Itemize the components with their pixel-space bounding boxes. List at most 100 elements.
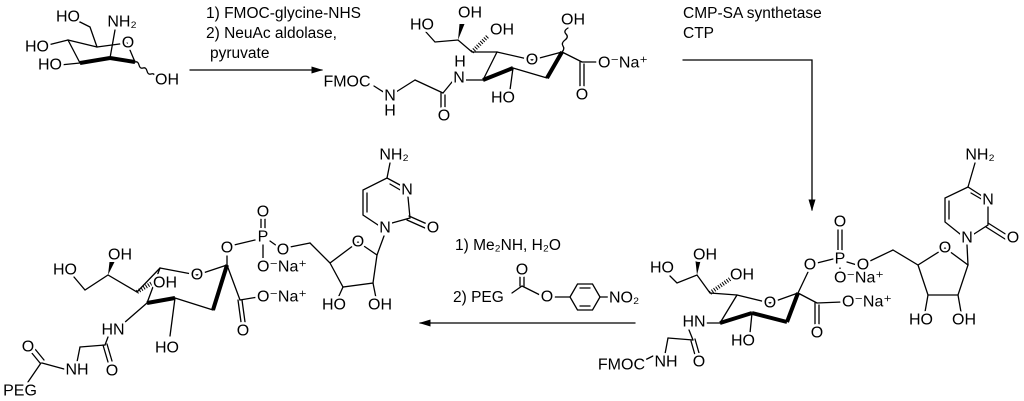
bond [470,34,490,54]
bond [708,277,732,295]
bond [816,301,843,304]
atom-label: OH [368,297,392,314]
atom-label: O [764,295,776,312]
bond [667,337,694,341]
atom-label: N [453,70,465,87]
bond [337,286,344,299]
atom-label: P [258,229,269,246]
bonds [511,275,610,311]
atom-label: O [516,262,528,279]
bond [47,39,69,46]
atom-label: HO [155,340,179,357]
bond [695,261,701,275]
atom-label: O [857,257,869,274]
atom-label: HO [650,260,674,277]
bond [482,66,514,82]
atom-label: O [541,289,553,306]
atom-label: HO [322,297,346,314]
atom-label: HO [53,262,77,279]
bond [785,292,800,323]
atom-label: P [835,251,846,268]
reagent-text: 2) NeuAc aldolase, [206,25,337,42]
atom-label: N [384,88,396,105]
atom-label: O⁻Na⁺ [842,294,892,311]
atom-label: O [237,323,249,340]
bond [109,56,136,64]
bond [694,338,700,354]
bond [688,329,694,341]
bond [372,282,377,299]
bonds [373,24,601,109]
bond [233,239,256,246]
bond [987,222,1008,236]
atom-label: HO [38,57,62,74]
reagent-text: CMP-SA synthetase [683,5,822,22]
reaction-step-3: 1) Me₂NH, H₂O 2) PEG O O NO₂ [418,237,642,327]
bond [736,294,771,304]
bond [34,348,45,361]
atom-label: H [454,54,466,71]
bond [669,274,738,296]
bond [67,39,98,48]
atom-label: N [961,230,973,247]
bond [561,27,569,53]
atom-label: HO [56,9,80,26]
bond [846,261,858,266]
reagent-text: CTP [683,25,714,42]
atom-label: O [257,204,269,221]
bond [77,20,98,48]
bond [196,264,228,276]
atom-label: NH [65,362,88,379]
atom-label: OH [155,72,179,89]
bond [749,312,753,334]
bond [211,264,229,311]
atom-label: NO₂ [609,290,639,307]
atom-label: O⁻Na⁺ [257,289,307,306]
bond [797,271,809,294]
bond [146,296,176,305]
bond [41,362,65,370]
bond [391,196,411,224]
atom-label: O [526,52,538,69]
bond [924,294,929,313]
atom-label: O [221,240,233,257]
protecting-group-label: FMOC [598,357,645,374]
bond [482,51,498,81]
bond [985,226,1006,240]
bond [690,340,696,356]
bond [751,311,788,324]
atom-label: O⁻Na⁺ [257,259,307,276]
bond [944,186,983,235]
bond [309,241,378,288]
atom-label: O⁻Na⁺ [598,55,648,72]
bond [226,264,241,301]
bonds [27,162,428,383]
protecting-group-label: FMOC [323,74,370,91]
reagent-text: 1) FMOC-glycine-NHS [206,5,361,22]
atom-label: N [379,220,391,237]
atom-label: O⁻Na⁺ [834,270,884,287]
reaction-arrow [682,59,816,212]
atom-label: HO [909,312,933,329]
atom-label: O [191,267,203,284]
atom-label: OH [108,247,132,264]
bond [511,285,523,294]
bonds [47,20,156,77]
bond [512,67,548,79]
atom-label: OH [458,5,482,22]
reagent-text: pyruvate [210,45,269,62]
bond [30,351,41,364]
atom-label: O [811,325,823,342]
atom-label: O [352,234,364,251]
bond [27,362,42,383]
atom-label: O [427,220,439,237]
atom-label: NH₂ [107,14,136,31]
atom-label: OH [153,275,177,292]
bond [966,244,969,266]
bond [146,267,161,304]
atom-label: HO [491,90,515,107]
bond [869,249,894,262]
atom-label: O [834,214,846,231]
bond [892,247,969,296]
bond [719,311,753,325]
